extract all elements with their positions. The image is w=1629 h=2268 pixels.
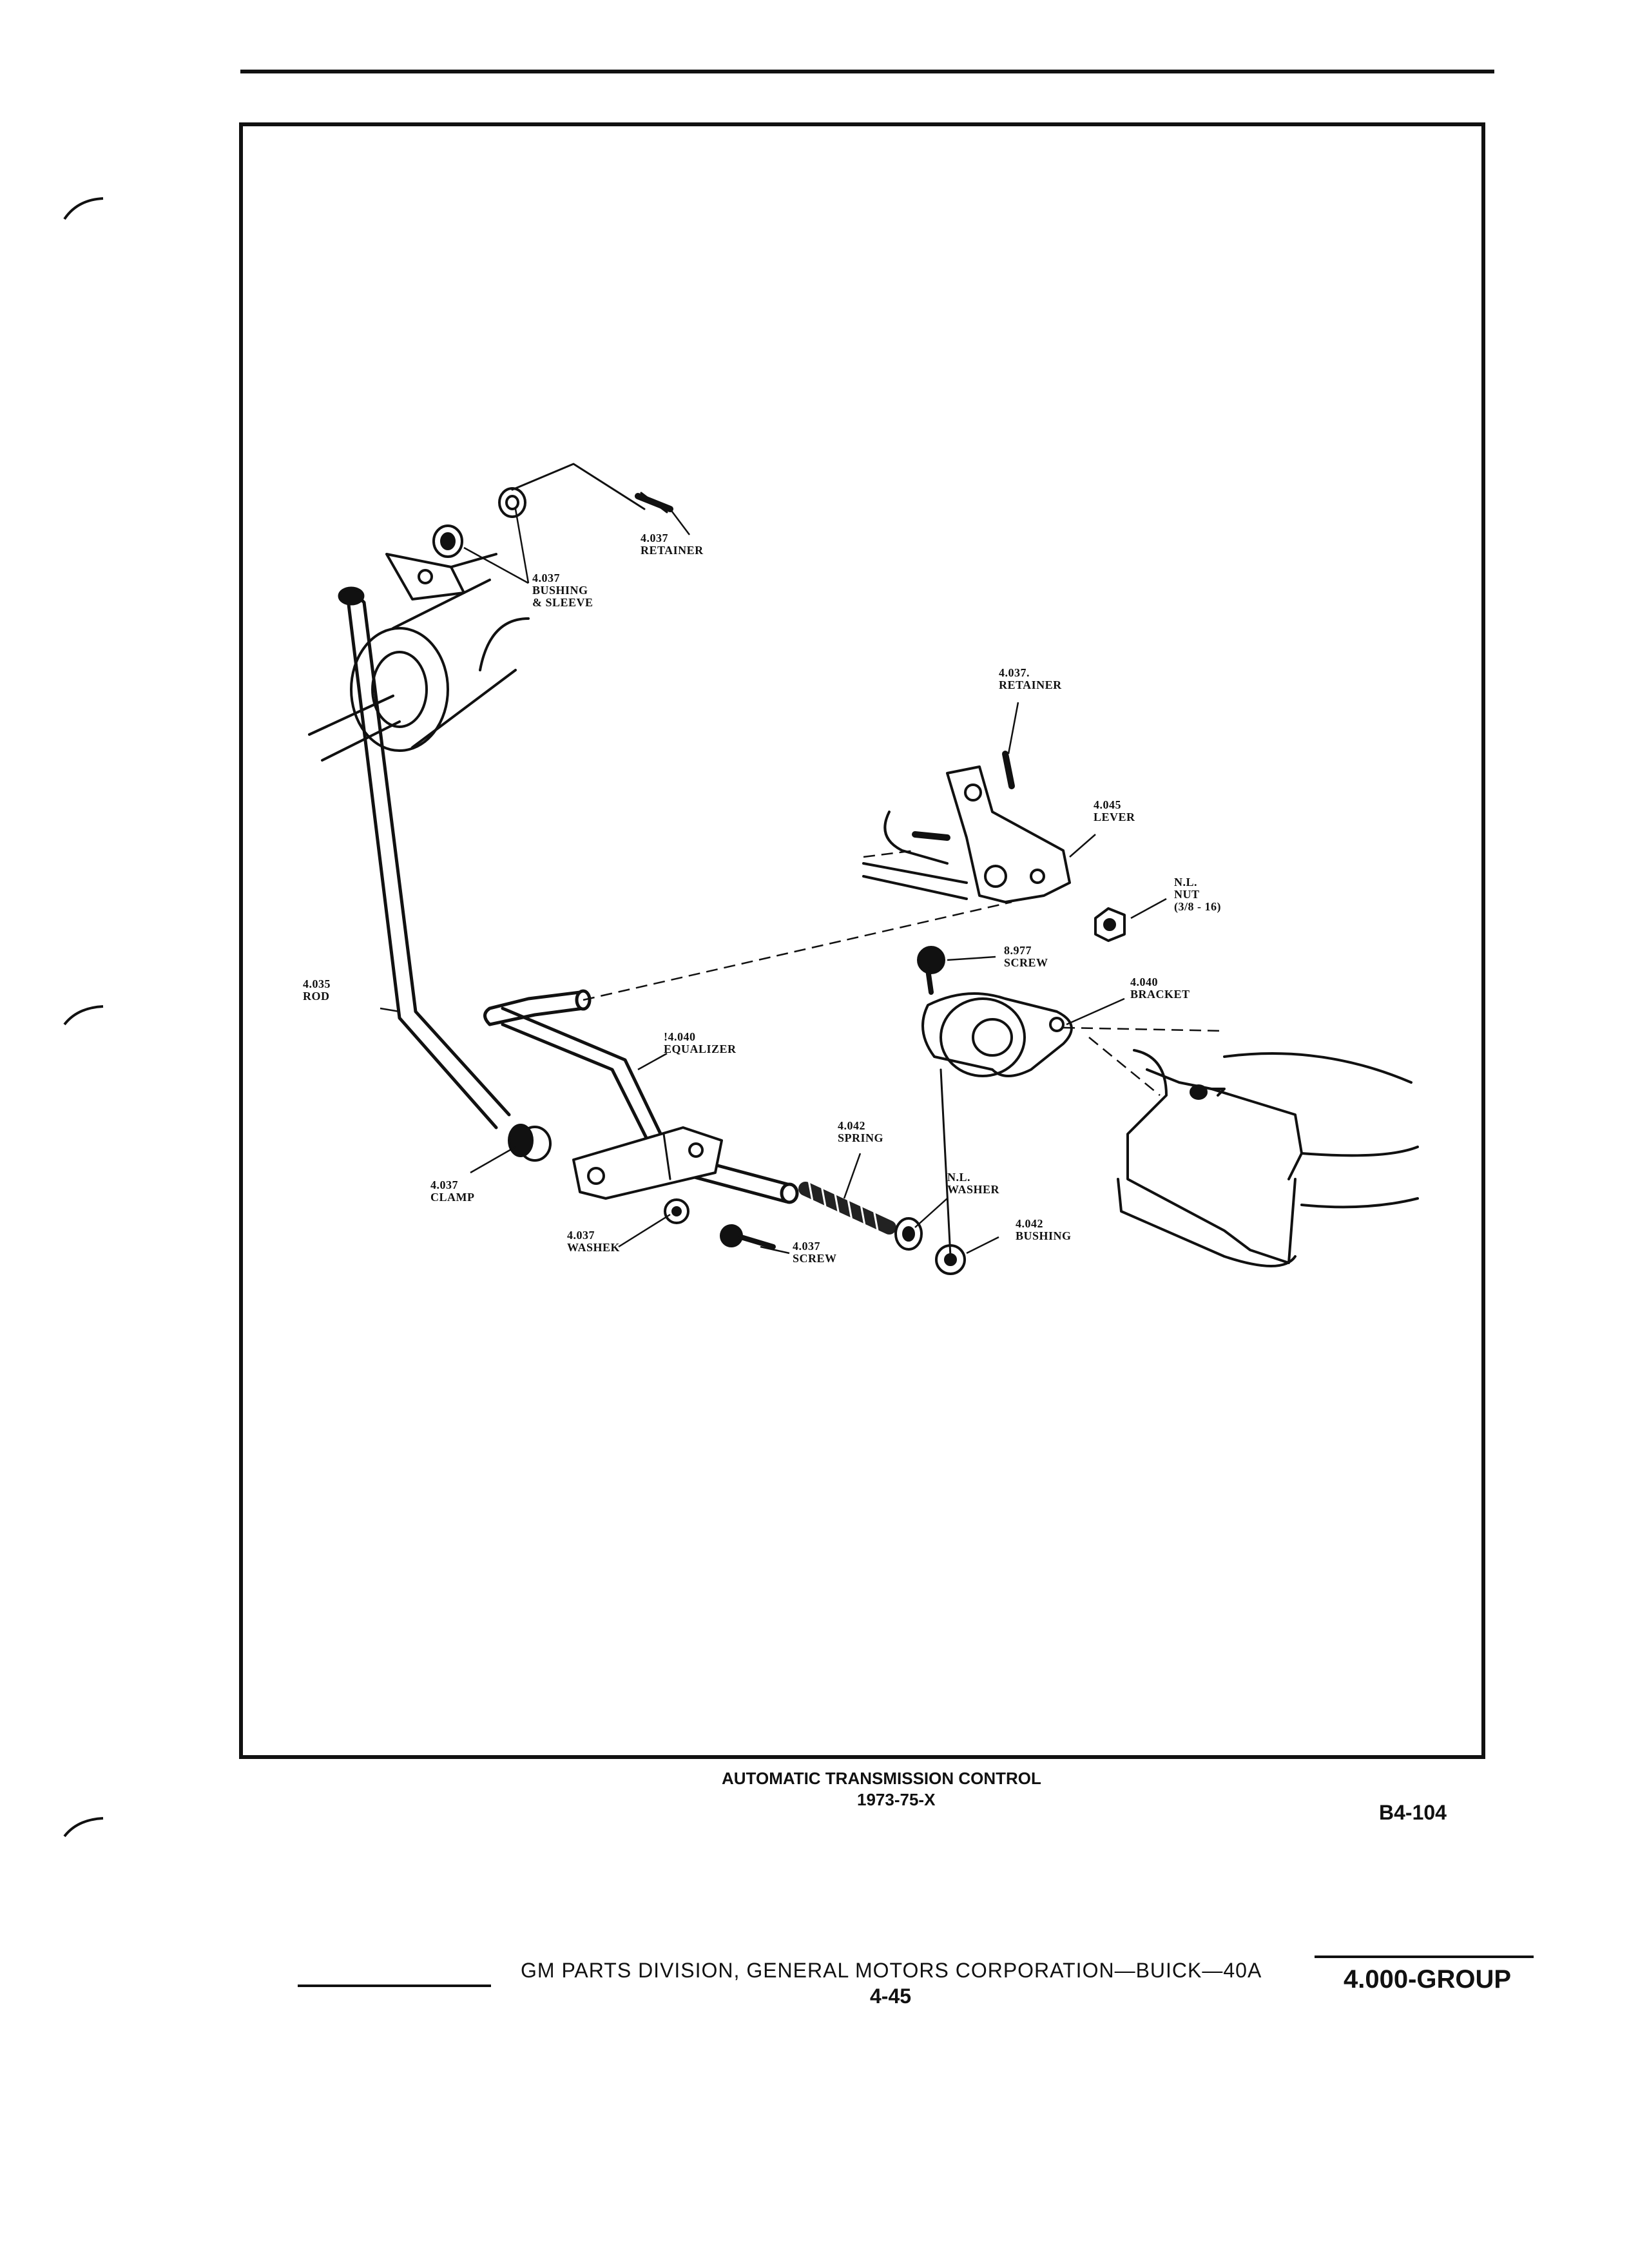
equalizer-plate	[572, 1126, 723, 1200]
diagram-subtitle: 1973-75-X	[857, 1790, 936, 1809]
bushing-sleeve-parts	[432, 463, 646, 558]
footer-rule-right	[1315, 1956, 1534, 1958]
top-rule	[240, 70, 1494, 73]
nut-part	[1094, 907, 1126, 942]
bushing-part	[935, 1244, 966, 1275]
footer-publisher: GM PARTS DIVISION, GENERAL MOTORS CORPOR…	[521, 1959, 1262, 1982]
callout-nut: N.L.NUT(3/8 - 16)	[1174, 876, 1221, 913]
upper-bracket	[385, 553, 497, 601]
callout-retainer-right: 4.037.RETAINER	[999, 666, 1062, 691]
footer-rule-left	[298, 1984, 491, 1987]
spring-part	[798, 1179, 896, 1235]
top-retainer-clip	[635, 492, 673, 514]
exploded-parts-illustration	[308, 463, 1419, 1275]
rod	[338, 586, 511, 1129]
footer-page-number: 4-45	[870, 1984, 912, 2008]
nl-washer-part	[894, 1217, 923, 1251]
lever-assembly	[862, 751, 1071, 903]
screw-8977-part	[917, 946, 945, 995]
callout-washer-nl: N.L.WASHER	[947, 1171, 1000, 1196]
binder-hole-marks	[63, 197, 104, 1838]
transmission-case	[1117, 1049, 1419, 1267]
diagram-title: AUTOMATIC TRANSMISSION CONTROL	[722, 1769, 1041, 1788]
cylinder-housing	[308, 579, 530, 762]
clamp-part	[508, 1124, 552, 1162]
screw-part	[720, 1224, 776, 1249]
bracket-part	[921, 992, 1073, 1258]
diagram-frame	[239, 122, 1485, 1759]
footer-group: 4.000-GROUP	[1344, 1965, 1512, 1994]
figure-code: B4-104	[1379, 1801, 1447, 1824]
washer-part	[664, 1198, 689, 1224]
